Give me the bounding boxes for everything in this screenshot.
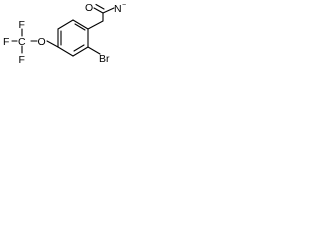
carbonyl-bond-b (95, 3, 105, 10)
chemical-structure-diagram: F F C F O O N − Br (3, 2, 126, 66)
atom-f-top: F (19, 19, 25, 31)
ring-to-o-bond (46, 40, 59, 48)
atom-o-carbonyl: O (85, 2, 93, 14)
atom-o-ether: O (38, 36, 46, 48)
ring-to-ch2-bond (87, 20, 104, 30)
ring-double-bond-1 (74, 23, 86, 31)
atom-br: Br (99, 53, 110, 65)
atom-labels: F F C F O O N − Br (3, 2, 126, 66)
ring-double-bond-2 (73, 44, 85, 52)
carbonyl-to-n-bond (102, 7, 115, 14)
atom-c-cf3: C (18, 36, 26, 48)
ring-bond-4 (57, 46, 74, 57)
atom-n-amide: N (114, 3, 122, 15)
atom-n-charge: − (122, 2, 126, 9)
carbonyl-bond-a (93, 7, 104, 14)
ring-bond-3 (72, 46, 89, 57)
ring-bond-1 (72, 19, 89, 30)
bonds (11, 3, 115, 57)
atom-f-left: F (3, 36, 9, 48)
atom-f-bottom: F (19, 54, 25, 66)
ring-to-br-bond (87, 46, 101, 55)
ring-bond-6 (57, 19, 74, 30)
